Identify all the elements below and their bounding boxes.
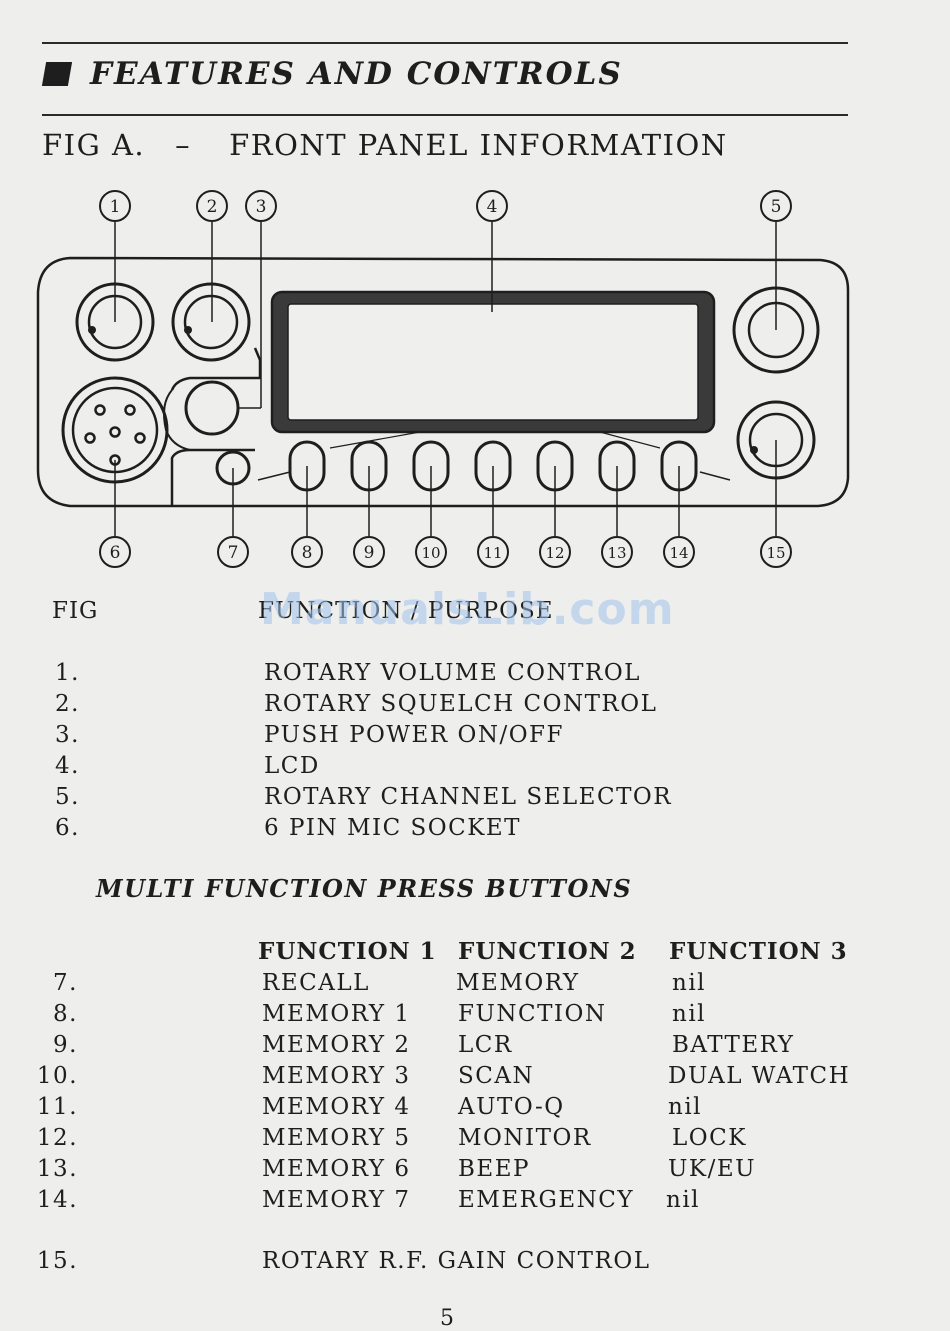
table-row: 7. RECALL MEMORY nil [53,970,707,996]
callout-10: 10 [421,544,440,562]
mic-socket-inner [71,386,159,474]
figure-dash: – [175,128,192,162]
heading-rule [42,114,848,116]
power-button [184,380,240,436]
legend-header-fig: FIG [52,598,99,624]
black-square-bullet-icon [41,62,73,86]
function-1-header: FUNCTION 1 [258,938,437,965]
knob3-recess-outline [170,347,262,391]
table-row: 12. MEMORY 5 MONITOR LOCK [36,1125,747,1151]
table-row: 11. MEMORY 4 AUTO-Q nil [36,1094,703,1120]
squelch-knob-outer [171,282,251,362]
callout-1: 1 [110,197,121,217]
callout-8: 8 [302,543,313,563]
callout-7: 7 [228,543,239,563]
function-2-header: FUNCTION 2 [458,938,637,965]
callout-11: 11 [483,544,502,562]
callout-4: 4 [487,197,498,217]
table-row: 8. MEMORY 1 FUNCTION nil [53,1001,707,1027]
figure-title: FIG A.– FRONT PANEL INFORMATION [42,128,728,162]
section-heading: FEATURES AND CONTROLS [41,56,623,92]
table-row: 14. MEMORY 7 EMERGENCY nil [36,1187,701,1213]
callout-12: 12 [545,544,564,562]
list-item: 4. LCD [55,753,320,779]
callout-3: 3 [256,197,267,217]
callout-13: 13 [607,544,626,562]
front-panel-diagram: 1 2 3 4 5 6 7 8 9 10 11 12 13 14 15 [36,190,850,568]
legend-header-purpose: FUNCTION / PURPOSE [258,598,554,624]
squelch-knob-inner [183,294,239,350]
lcd-screen [287,303,699,421]
list-item: 1. ROTARY VOLUME CONTROL [55,660,641,686]
top-rule [42,42,848,44]
list-item: 3. PUSH POWER ON/OFF [55,722,564,748]
watermark: ManualsLib.com [260,584,675,635]
callout-2: 2 [207,197,218,217]
list-item: 6. 6 PIN MIC SOCKET [55,815,522,841]
list-item-rf-gain: 15. ROTARY R.F. GAIN CONTROL [36,1248,651,1274]
table-row: 13. MEMORY 6 BEEP UK/EU [36,1156,756,1182]
list-item: 2. ROTARY SQUELCH CONTROL [55,691,658,717]
callout-6: 6 [110,543,121,563]
section-heading-text: FEATURES AND CONTROLS [90,56,623,92]
radio-body-outline [36,256,850,508]
callout-14: 14 [669,544,688,562]
list-item: 5. ROTARY CHANNEL SELECTOR [55,784,673,810]
callout-9: 9 [364,543,375,563]
figure-label: FIG A. [42,128,146,162]
callout-15: 15 [766,544,785,562]
table-row: 9. MEMORY 2 LCR BATTERY [53,1032,795,1058]
table-row: 10. MEMORY 3 SCAN DUAL WATCH [36,1063,851,1089]
page-number: 5 [440,1306,454,1331]
multi-function-heading: MULTI FUNCTION PRESS BUTTONS [96,874,633,903]
figure-title-text: FRONT PANEL INFORMATION [229,128,728,162]
leader-lines [114,222,777,536]
callout-5: 5 [771,197,782,217]
function-3-header: FUNCTION 3 [669,938,848,965]
lower-panel-step [170,448,255,506]
